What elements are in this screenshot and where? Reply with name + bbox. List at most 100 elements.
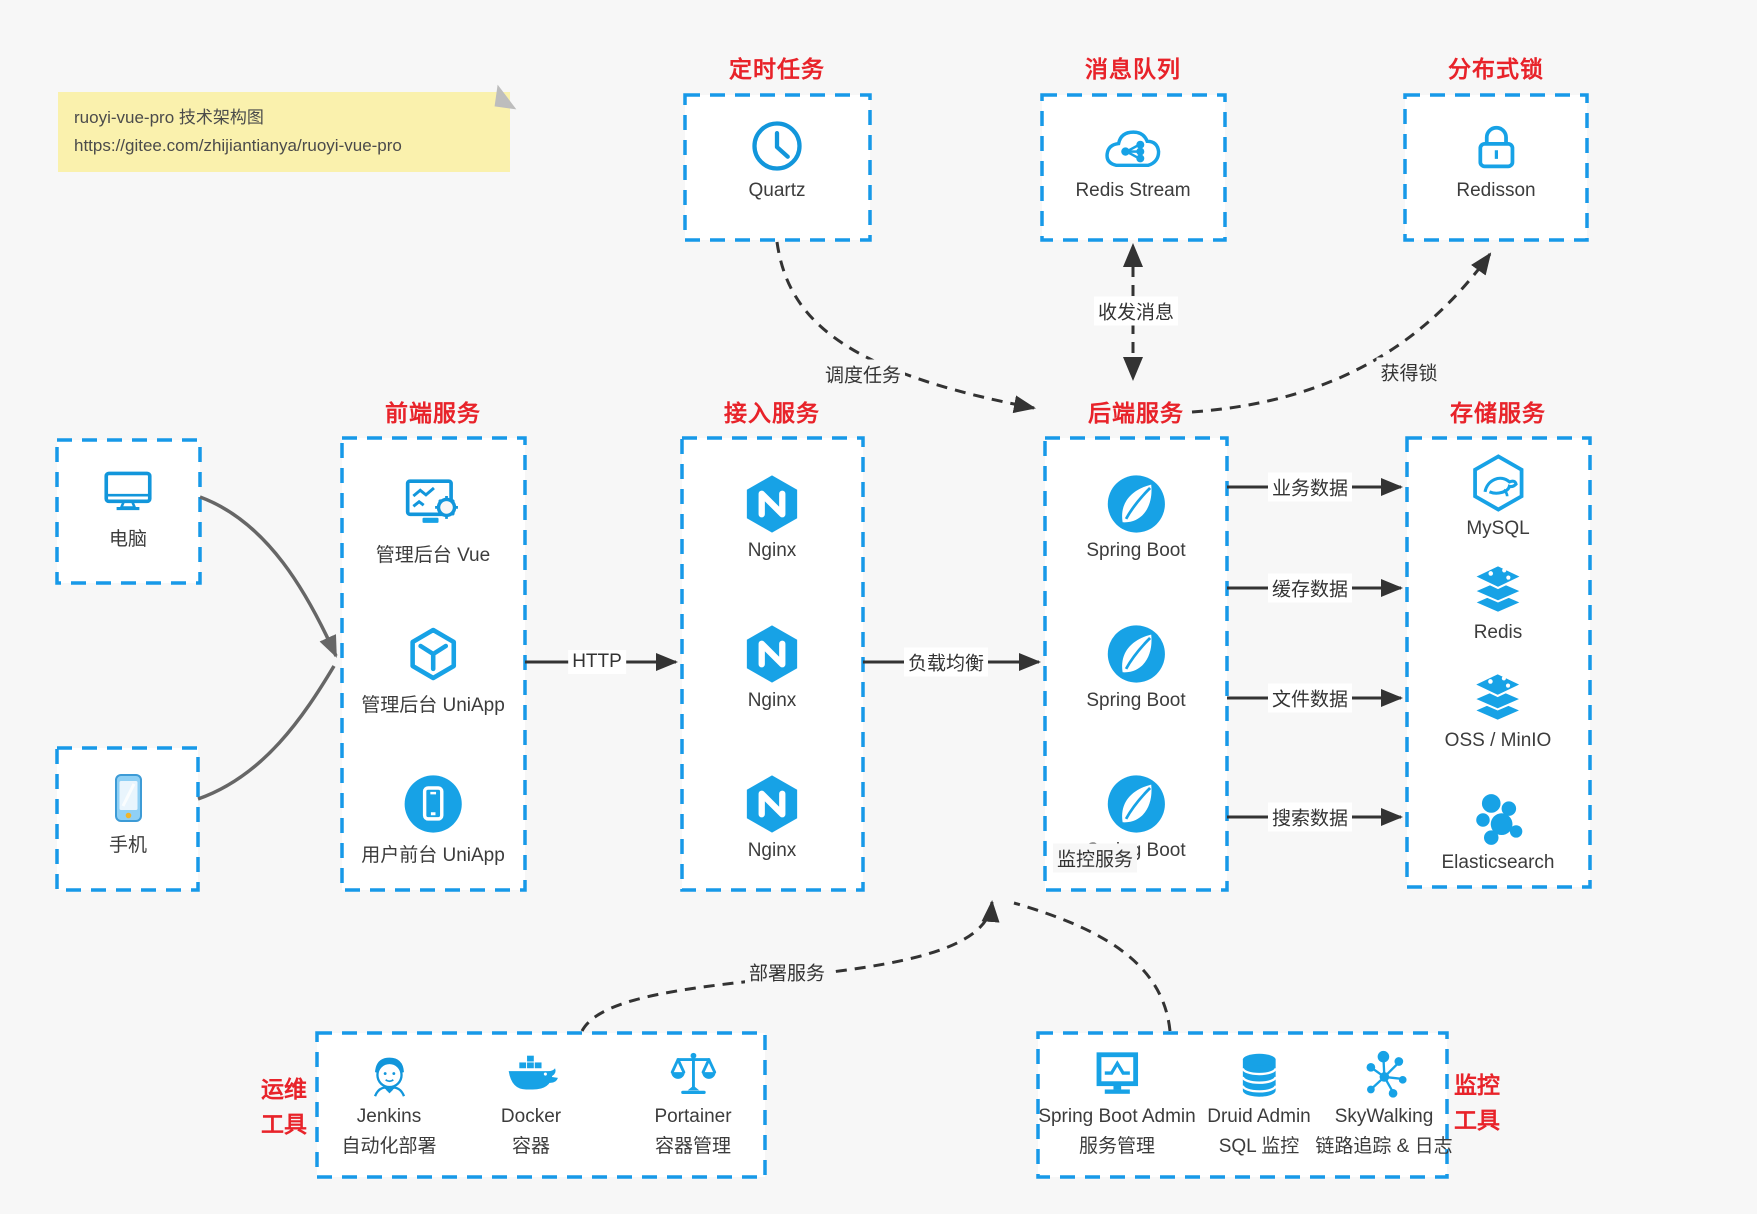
edge-label-schedule: 调度任务 (820, 359, 906, 389)
node-label: Nginx (747, 840, 797, 861)
node-admin-uniapp: 管理后台 UniApp (361, 622, 505, 717)
pc-box (55, 438, 202, 585)
docker-whale-icon (508, 1055, 559, 1090)
node-desc: SQL 监控 (1218, 1136, 1300, 1157)
node-label: 管理后台 UniApp (361, 695, 505, 716)
pc-to-frontend-curve (199, 495, 338, 658)
node-label: Nginx (747, 690, 797, 711)
schedule-arrow (775, 241, 1036, 414)
mysql-icon (1472, 454, 1524, 512)
title-frontend: 前端服务 (385, 400, 481, 426)
note-fold (494, 84, 520, 110)
node-desc: 容器 (511, 1136, 550, 1157)
edge-label-lb: 负载均衡 (903, 647, 989, 677)
node-label: Spring Boot (1086, 540, 1186, 561)
node-label: OSS / MinIO (1444, 730, 1552, 751)
node-label: SkyWalking (1334, 1106, 1434, 1127)
edge-label-deploy: 部署服务 (744, 957, 830, 987)
node-pc: 电脑 (99, 462, 157, 551)
database-icon (1241, 1053, 1277, 1097)
node-nginx-2: Nginx (740, 622, 804, 712)
cloud-share-icon (1104, 130, 1160, 167)
title-ops-line1: 运维 (261, 1076, 307, 1102)
note-title: ruoyi-vue-pro 技术架构图 (74, 108, 264, 127)
nginx-icon (746, 625, 798, 683)
spring-boot-icon (1107, 775, 1165, 833)
title-lock: 分布式锁 (1448, 56, 1544, 82)
phone-to-frontend-curve (197, 665, 336, 801)
node-label: Jenkins (356, 1106, 422, 1127)
monitor-pulse-icon (1096, 1052, 1138, 1094)
title-ops-line2: 工具 (261, 1110, 307, 1137)
node-label: Redis (1473, 622, 1523, 643)
node-redis: Redis (1469, 560, 1527, 644)
node-elasticsearch: Elasticsearch (1442, 790, 1555, 874)
title-gateway: 接入服务 (724, 400, 820, 426)
node-label: Redis Stream (1075, 180, 1191, 201)
node-druid: Druid Admin SQL 监控 (1207, 1048, 1311, 1158)
node-label: Spring Boot (1086, 690, 1186, 711)
title-storage: 存储服务 (1450, 400, 1546, 426)
node-label: Nginx (747, 540, 797, 561)
nginx-icon (746, 475, 798, 533)
node-docker: Docker 容器 (501, 1048, 561, 1158)
sticky-note: ruoyi-vue-pro 技术架构图 https://gitee.com/zh… (58, 84, 520, 173)
monitor-arrow (1013, 901, 1172, 1032)
oss-stack-icon (1471, 672, 1525, 722)
clock-icon (752, 121, 802, 171)
title-monitor: 监控 工具 (1449, 1068, 1505, 1137)
title-scheduled: 定时任务 (729, 56, 825, 82)
padlock-icon (1478, 125, 1514, 169)
node-label: Spring Boot Admin (1038, 1106, 1196, 1127)
title-mq: 消息队列 (1085, 56, 1181, 82)
message-arrowhead-down (1123, 357, 1143, 381)
node-desc: 服务管理 (1078, 1136, 1155, 1157)
node-nginx-3: Nginx (740, 772, 804, 862)
node-label: 用户前台 UniApp (361, 845, 505, 866)
desktop-icon (104, 471, 152, 511)
node-springboot-1: Spring Boot (1086, 472, 1186, 562)
node-label: Redisson (1456, 180, 1536, 201)
node-sb-admin: Spring Boot Admin 服务管理 (1038, 1048, 1196, 1158)
node-desc: 链路追踪 & 日志 (1315, 1136, 1453, 1157)
node-redisson: Redisson (1456, 116, 1536, 202)
title-monitor-line1: 监控 (1454, 1072, 1500, 1098)
node-springboot-2: Spring Boot (1086, 622, 1186, 712)
node-label: 管理后台 Vue (375, 545, 491, 566)
app-circle-icon (404, 775, 462, 833)
node-label: Elasticsearch (1441, 852, 1555, 873)
jenkins-icon (373, 1057, 405, 1097)
note-url: https://gitee.com/zhijiantianya/ruoyi-vu… (74, 136, 402, 156)
edge-label-biz: 业务数据 (1267, 472, 1353, 502)
node-redis-stream: Redis Stream (1075, 118, 1191, 202)
edge-label-monitor: 监控服务 (1052, 843, 1138, 873)
node-label: Portainer (654, 1106, 732, 1127)
admin-screen-gear-icon (406, 479, 459, 523)
edge-label-search: 搜索数据 (1267, 802, 1353, 832)
spring-boot-icon (1107, 625, 1165, 683)
node-oss-minio: OSS / MinIO (1444, 668, 1552, 752)
network-nodes-icon (1366, 1050, 1407, 1098)
node-skywalking: SkyWalking 链路追踪 & 日志 (1315, 1048, 1453, 1158)
node-portainer: Portainer 容器管理 (654, 1048, 732, 1158)
node-desc: 容器管理 (654, 1136, 732, 1157)
title-monitor-line2: 工具 (1454, 1106, 1500, 1133)
title-backend: 后端服务 (1088, 400, 1184, 426)
node-jenkins: Jenkins 自动化部署 (341, 1048, 437, 1158)
storage-box (1405, 436, 1592, 889)
smartphone-icon (115, 774, 142, 822)
node-label: 电脑 (108, 529, 147, 550)
lock-arrow (1191, 252, 1492, 414)
node-desc: 自动化部署 (341, 1136, 437, 1157)
title-ops: 运维 工具 (256, 1072, 312, 1141)
edge-label-message: 收发消息 (1093, 296, 1179, 326)
node-label: Druid Admin (1207, 1106, 1311, 1127)
node-label: 手机 (108, 835, 147, 856)
mq-box (1040, 93, 1227, 242)
node-phone: 手机 (100, 770, 156, 857)
ops-box (315, 1031, 767, 1179)
cube-icon (410, 627, 456, 681)
redis-stack-icon (1471, 564, 1525, 614)
nginx-icon (746, 775, 798, 833)
